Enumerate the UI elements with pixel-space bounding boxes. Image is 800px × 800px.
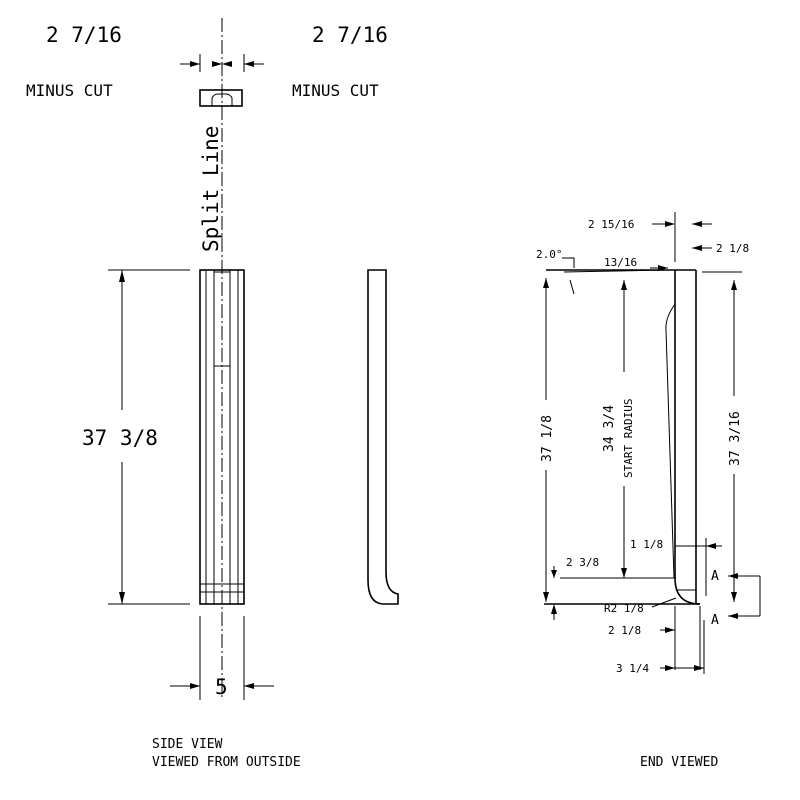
end-offset-right-label: 1 1/8 xyxy=(630,538,663,551)
side-view: 2 7/16 MINUS CUT 2 7/16 MINUS CUT Split … xyxy=(26,18,399,770)
section-marker-top: A xyxy=(711,569,719,584)
cut-dimension-lines xyxy=(180,54,264,72)
side-view-caption-line2: VIEWED FROM OUTSIDE xyxy=(152,755,301,770)
section-marker-bottom: A xyxy=(711,613,719,628)
split-line-label: Split Line xyxy=(199,126,223,252)
end-radius-label: R2 1/8 xyxy=(604,602,644,615)
end-start-radius-label: START RADIUS xyxy=(622,399,635,478)
width-dimension xyxy=(170,616,274,700)
end-view: 2 15/16 2 1/8 2.0° 13/16 37 1/8 xyxy=(536,212,761,770)
side-profile xyxy=(367,269,399,605)
end-left-height-label: 37 1/8 xyxy=(540,415,555,462)
end-top-width-label: 2 15/16 xyxy=(588,218,634,231)
end-taper-label: 13/16 xyxy=(604,256,637,269)
section-a-markers xyxy=(728,573,761,619)
left-cut-note: MINUS CUT xyxy=(26,81,113,100)
end-right-height-label: 37 3/16 xyxy=(728,411,743,466)
side-view-body xyxy=(199,269,245,605)
end-top-right-label: 2 1/8 xyxy=(716,242,749,255)
end-offset-left-label: 2 3/8 xyxy=(566,556,599,569)
end-angle-label: 2.0° xyxy=(536,248,563,261)
height-dimension xyxy=(108,269,190,605)
end-foot-width-label: 2 1/8 xyxy=(608,624,641,637)
left-cut-dimension: 2 7/16 xyxy=(46,23,122,47)
end-view-body xyxy=(544,269,701,605)
top-section-profile xyxy=(199,89,243,107)
side-view-caption-line1: SIDE VIEW xyxy=(152,737,223,752)
end-view-caption: END VIEWED xyxy=(640,755,718,770)
width-dimension-label: 5 xyxy=(215,675,228,699)
right-cut-dimension: 2 7/16 xyxy=(312,23,388,47)
end-start-radius-value: 34 3/4 xyxy=(602,405,617,452)
end-total-width-label: 3 1/4 xyxy=(616,662,649,675)
height-dimension-label: 37 3/8 xyxy=(82,426,158,450)
right-cut-note: MINUS CUT xyxy=(292,81,379,100)
